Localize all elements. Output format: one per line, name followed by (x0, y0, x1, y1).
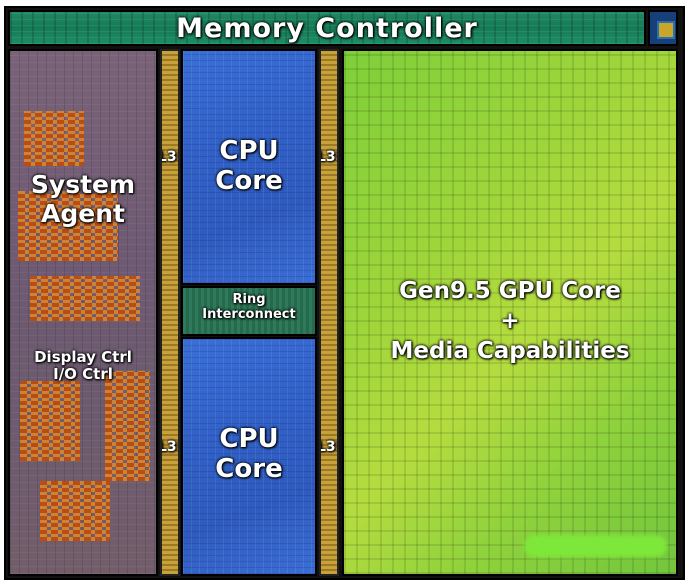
orange-cells (30, 276, 140, 321)
orange-cells (40, 481, 110, 541)
display-io-ctrl-label: Display Ctrl I/O Ctrl (34, 348, 132, 384)
l3-cache-right: L3$ L3$ (319, 49, 339, 576)
l3-label: L3$ (321, 439, 337, 455)
corner-pad (648, 10, 678, 46)
memory-controller-block: Memory Controller (8, 10, 646, 46)
cpu-core-top: CPU Core (181, 49, 317, 285)
cpu-core-bottom: CPU Core (181, 337, 317, 576)
system-agent-block: System Agent Display Ctrl I/O Ctrl (8, 49, 158, 576)
orange-cells (105, 371, 150, 481)
green-smudge (524, 535, 667, 557)
l3-label: L3$ (321, 149, 337, 165)
gpu-label: Gen9.5 GPU Core + Media Capabilities (390, 278, 630, 364)
l3-cache-left: L3$ L3$ (160, 49, 180, 576)
l3-label: L3$ (162, 439, 178, 455)
orange-cells (18, 191, 118, 261)
memory-controller-label: Memory Controller (176, 13, 478, 44)
cpu-core-label: CPU Core (215, 424, 283, 484)
ring-interconnect-label: Ring Interconnect (202, 292, 296, 322)
l3-label: L3$ (162, 149, 178, 165)
system-agent-label: System Agent (30, 170, 136, 228)
ring-interconnect: Ring Interconnect (181, 286, 317, 336)
corner-pad-square (657, 21, 675, 39)
orange-cells (24, 111, 84, 166)
orange-cells (20, 381, 80, 461)
cpu-core-label: CPU Core (215, 136, 283, 196)
gpu-block: Gen9.5 GPU Core + Media Capabilities (342, 49, 678, 576)
